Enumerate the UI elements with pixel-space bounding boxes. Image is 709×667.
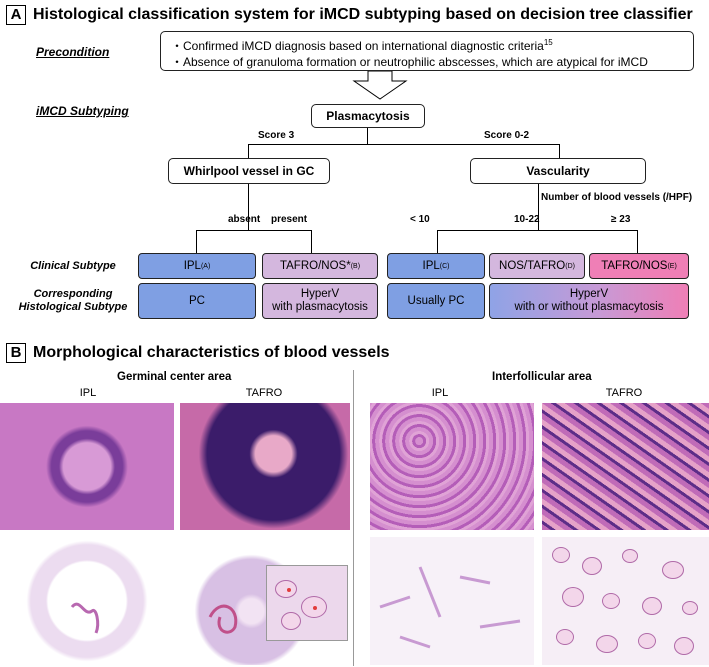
plasmacytosis-node: Plasmacytosis <box>311 104 425 128</box>
connector <box>538 184 539 230</box>
vessel-dot <box>287 588 291 592</box>
gc-area-label: Germinal center area <box>117 371 232 383</box>
clinical-nos-tafro-d: NOS/TAFRO(D) <box>489 253 585 279</box>
vessel-blob <box>638 633 656 649</box>
if-tafro-vessel-map <box>542 537 709 665</box>
if-ipl-vessel-map <box>370 537 534 665</box>
zoom-inset <box>266 565 348 641</box>
gc-tafro-vessel-map <box>180 537 350 665</box>
histo-usually-pc: Usually PC <box>387 283 485 319</box>
precondition-box: ・Confirmed iMCD diagnosis based on inter… <box>160 31 694 71</box>
gc-ipl-label: IPL <box>79 387 97 399</box>
if-tafro-he-image <box>542 403 709 530</box>
clinical-ipl-a: IPL(A) <box>138 253 256 279</box>
gc-ipl-he-image <box>0 403 174 530</box>
vessel-blob <box>582 557 602 575</box>
precondition-label: Precondition <box>36 45 110 59</box>
vessel-trace <box>379 566 521 649</box>
vascularity-node: Vascularity <box>470 158 646 184</box>
if-tafro-label: TAFRO <box>605 387 643 399</box>
vessel-dot <box>313 606 317 610</box>
gc-tafro-label: TAFRO <box>245 387 283 399</box>
connector <box>437 230 638 231</box>
histo-hyperv-wide: HyperV with or without plasmacytosis <box>489 283 689 319</box>
connector <box>637 230 638 253</box>
connector <box>248 144 249 158</box>
precondition-line-1: ・Confirmed iMCD diagnosis based on inter… <box>171 38 553 53</box>
subtyping-label: iMCD Subtyping <box>36 104 129 118</box>
score-0-2-label: Score 0-2 <box>484 130 530 141</box>
histo-hyperv-plasmacytosis: HyperV with plasmacytosis <box>262 283 378 319</box>
histo-pc: PC <box>138 283 256 319</box>
connector <box>559 144 560 158</box>
connector <box>311 230 312 253</box>
connector <box>248 184 249 230</box>
score-3-label: Score 3 <box>258 130 295 141</box>
histological-subtype-label: Corresponding Histological Subtype <box>18 288 128 313</box>
absent-label: absent <box>228 214 261 225</box>
vessel-blob <box>682 601 698 615</box>
vessel-blob <box>622 549 638 563</box>
clinical-subtype-label: Clinical Subtype <box>30 260 116 272</box>
connector <box>196 230 197 253</box>
vessel-blob <box>662 561 684 579</box>
vessel-blob <box>281 612 301 630</box>
if-ipl-label: IPL <box>431 387 449 399</box>
connector <box>437 230 438 253</box>
ge23-label: ≥ 23 <box>611 214 631 225</box>
vessel-blob <box>596 635 618 653</box>
connector <box>196 230 312 231</box>
panel-b-title: Morphological characteristics of blood v… <box>33 344 390 361</box>
vessel-trace <box>70 602 100 634</box>
clinical-tafro-nos-e: TAFRO/NOS(E) <box>589 253 689 279</box>
present-label: present <box>271 214 308 225</box>
panel-a-title: Histological classification system for i… <box>33 6 693 23</box>
vessel-blob <box>562 587 584 607</box>
vessel-blob <box>556 629 574 645</box>
down-arrow-icon <box>352 71 408 100</box>
mid-range-label: 10-22 <box>514 214 540 225</box>
vessel-blob <box>552 547 570 563</box>
gc-ipl-vessel-map <box>0 537 174 665</box>
panel-b-letter: B <box>6 343 26 363</box>
gc-tafro-he-image <box>180 403 350 530</box>
if-ipl-he-image <box>370 403 534 530</box>
panel-a-letter: A <box>6 5 26 25</box>
vessel-trace <box>208 604 238 634</box>
clinical-ipl-c: IPL(C) <box>387 253 485 279</box>
lt10-label: < 10 <box>410 214 430 225</box>
connector <box>248 144 560 145</box>
vessel-blob <box>275 580 297 598</box>
vessel-blob <box>674 637 694 655</box>
connector <box>367 128 368 144</box>
vessels-header: Number of blood vessels (/HPF) <box>541 192 693 203</box>
vessel-blob <box>602 593 620 609</box>
precondition-line-2: ・Absence of granuloma formation or neutr… <box>171 55 648 69</box>
whirlpool-node: Whirlpool vessel in GC <box>168 158 330 184</box>
if-area-label: Interfollicular area <box>492 371 592 383</box>
section-divider <box>353 370 354 666</box>
vessel-blob <box>642 597 662 615</box>
clinical-tafro-nos-b: TAFRO/NOS* (B) <box>262 253 378 279</box>
